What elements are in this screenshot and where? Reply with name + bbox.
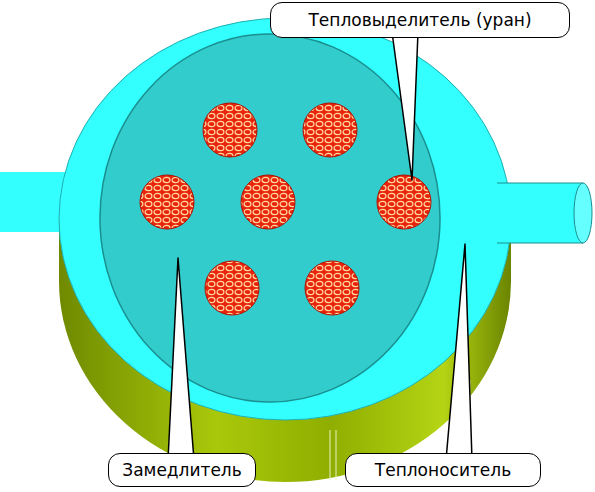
- moderator: [100, 34, 440, 402]
- callout-box: Замедлитель: [108, 453, 256, 487]
- callout-tails: [168, 32, 472, 460]
- callout-label: Замедлитель: [122, 460, 242, 480]
- inlet-pipe: [0, 172, 66, 232]
- coolant-ring: [59, 18, 511, 420]
- callout-box: Теплоноситель: [345, 453, 541, 487]
- fuel-rods: [140, 103, 431, 315]
- callout-label: Тепловыделитель (уран): [308, 10, 531, 30]
- callout-label: Теплоноситель: [375, 460, 511, 480]
- callout-box: Тепловыделитель (уран): [270, 2, 570, 38]
- outlet-pipe: [497, 183, 592, 243]
